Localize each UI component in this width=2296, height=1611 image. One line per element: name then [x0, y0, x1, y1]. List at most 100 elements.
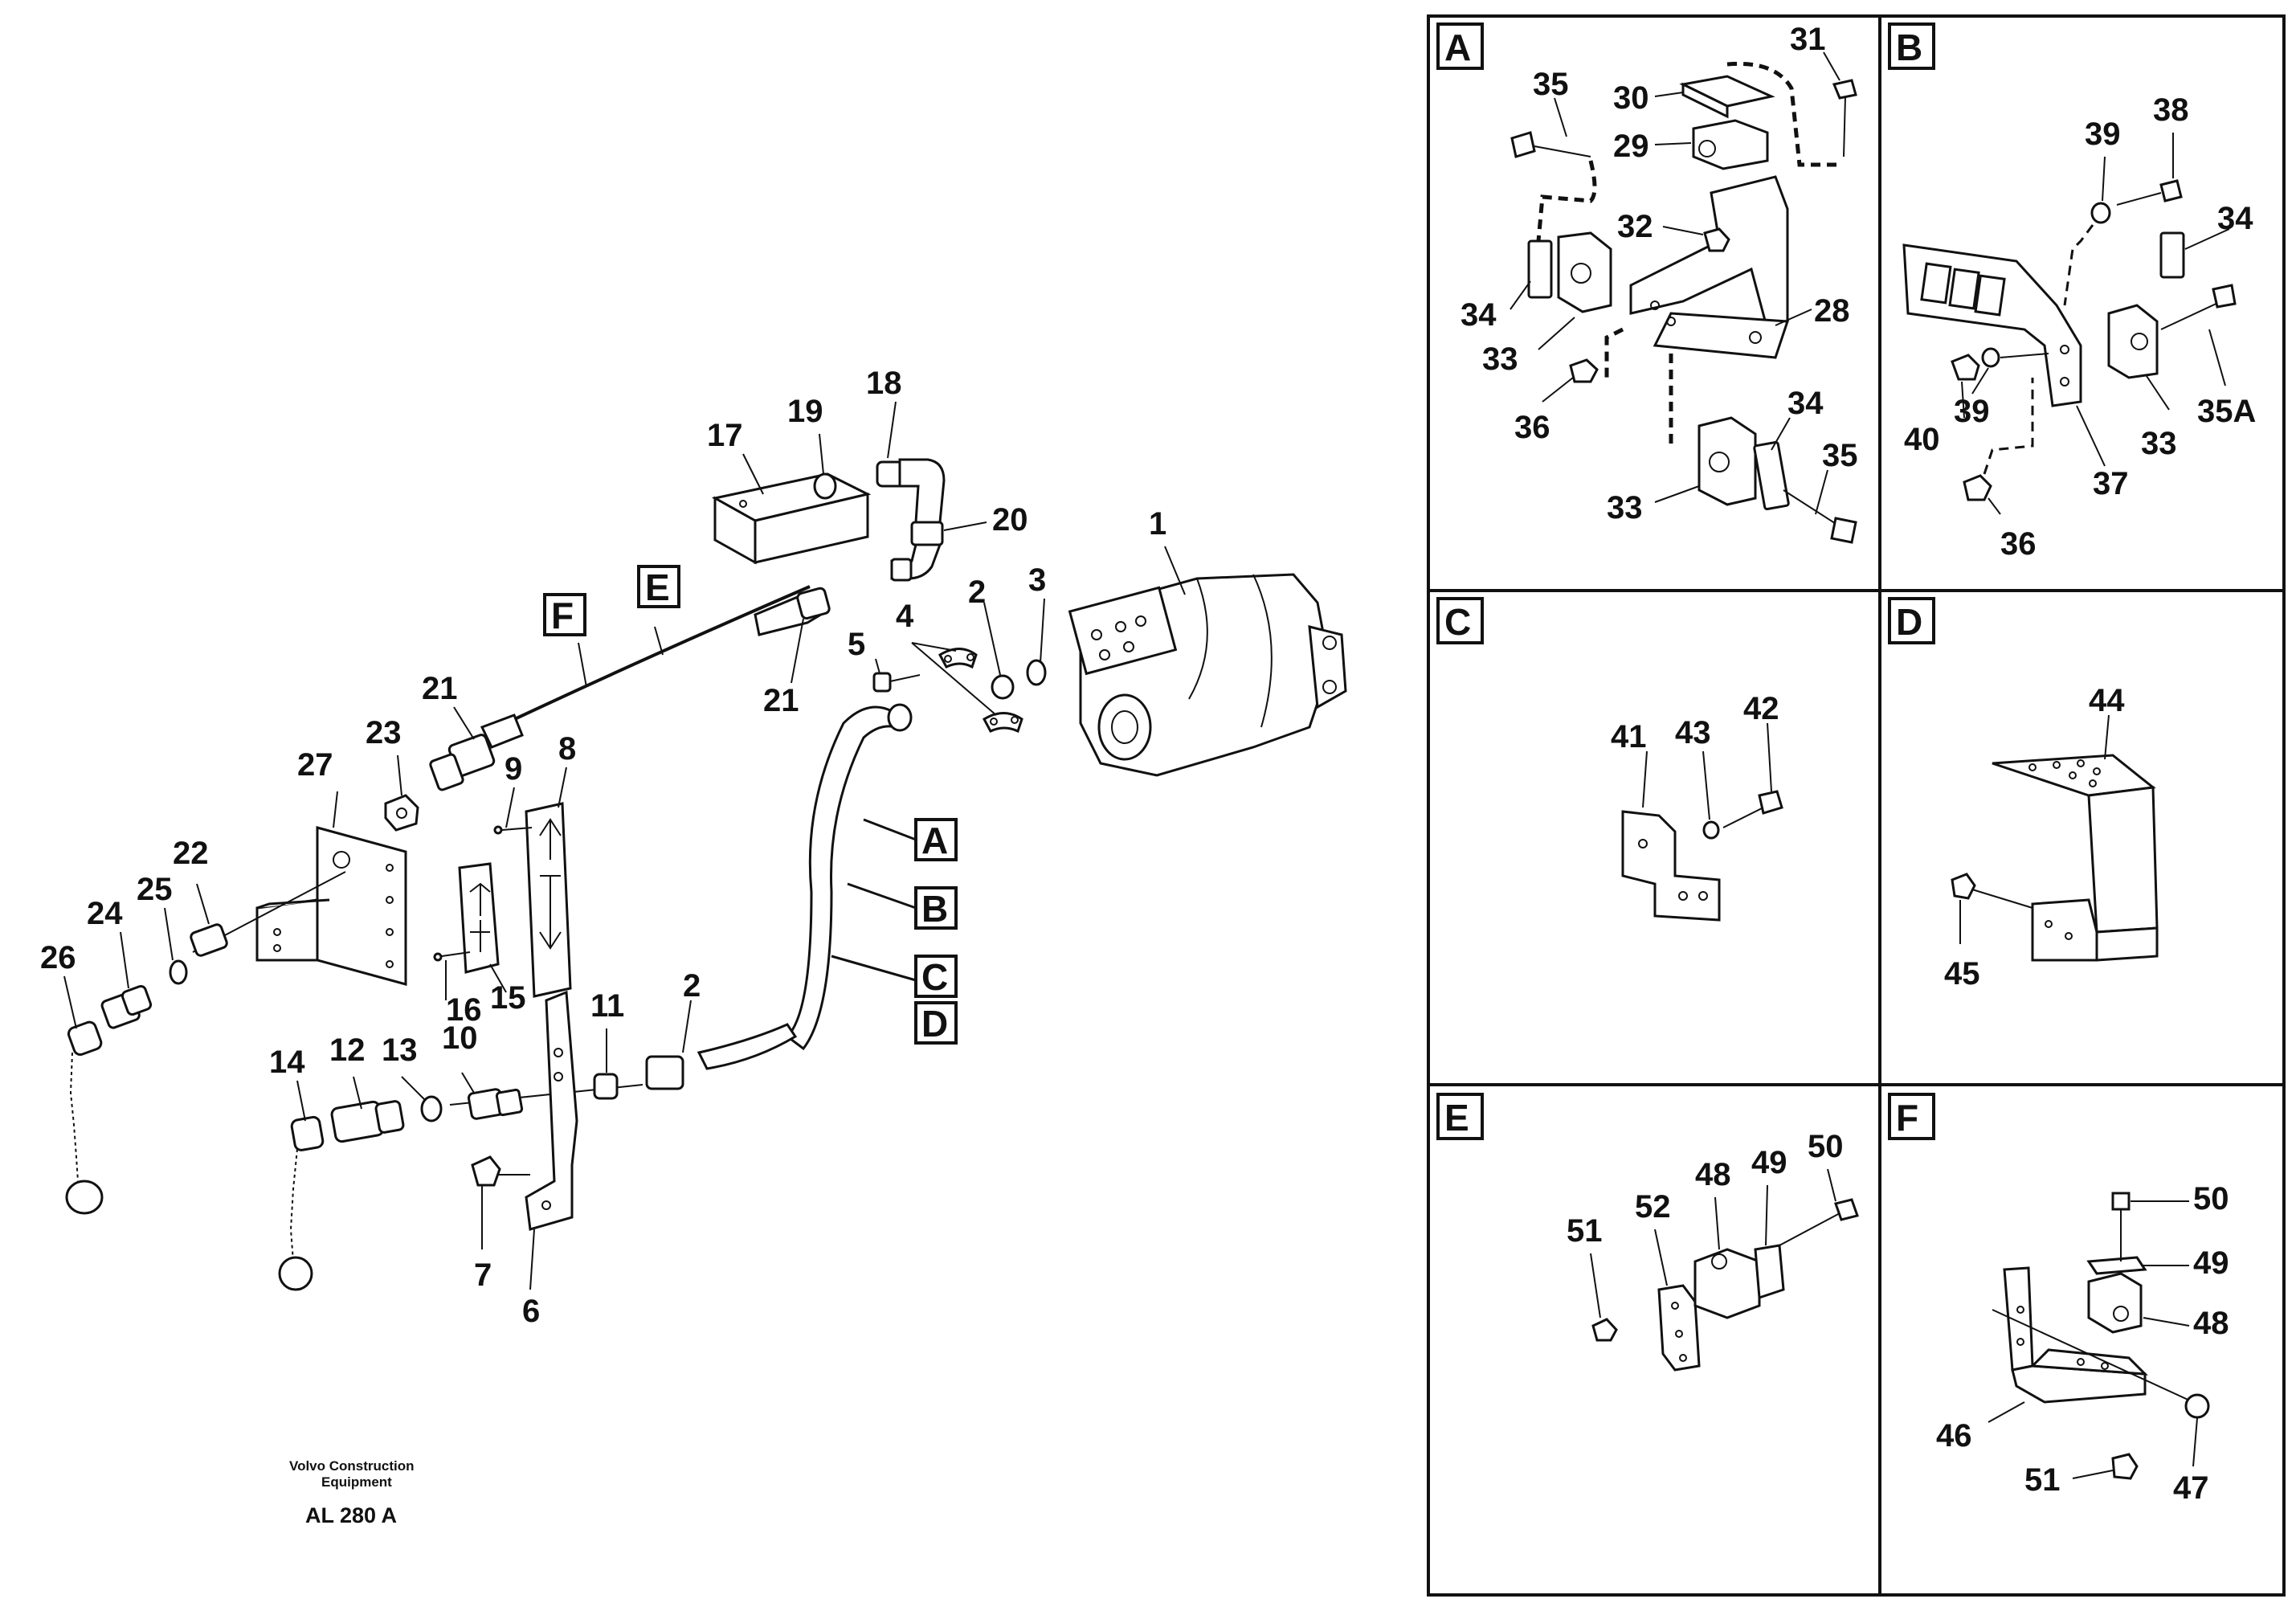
panel-a: A: [1436, 22, 1858, 544]
label-part-9: 9: [505, 751, 522, 787]
main-part-labels: 1 2 3 4 5 18 19 17 20 21 21 23 27 22 24 …: [40, 366, 1166, 1329]
label-part-11: 11: [590, 988, 624, 1024]
svg-text:52: 52: [1635, 1189, 1671, 1225]
bolt-part-7: [471, 1155, 530, 1187]
o-ring-part-19: [813, 472, 837, 500]
svg-text:50: 50: [1808, 1129, 1844, 1164]
panel-d-title: D: [1896, 601, 1922, 643]
svg-text:46: 46: [1936, 1418, 1972, 1454]
svg-text:31: 31: [1790, 22, 1826, 57]
label-part-18: 18: [866, 366, 902, 401]
panel-c-title: C: [1444, 601, 1471, 643]
callout-box-d: D: [914, 1001, 958, 1045]
label-part-4: 4: [896, 599, 914, 634]
svg-text:34: 34: [2217, 201, 2253, 236]
panel-e: E 51 52 48 49 50: [1436, 1093, 1859, 1372]
svg-text:40: 40: [1904, 422, 1940, 457]
svg-text:45: 45: [1944, 956, 1980, 992]
label-part-1: 1: [1149, 506, 1166, 542]
svg-text:50: 50: [2193, 1181, 2229, 1216]
label-part-2a: 2: [968, 574, 986, 610]
svg-text:F: F: [551, 595, 574, 636]
label-part-24: 24: [87, 896, 123, 931]
svg-text:34: 34: [1787, 386, 1824, 421]
svg-text:32: 32: [1617, 209, 1653, 244]
callout-box-a: A: [914, 818, 958, 861]
callout-leaders: [831, 818, 917, 982]
label-part-22: 22: [173, 836, 209, 871]
svg-text:48: 48: [2193, 1306, 2229, 1341]
svg-text:47: 47: [2173, 1470, 2209, 1506]
clamp-part-4: [938, 648, 1023, 734]
panel-f-title: F: [1896, 1097, 1918, 1139]
label-part-25: 25: [137, 872, 173, 907]
panel-e-title: E: [1444, 1097, 1469, 1139]
panel-c: C 41 43 42: [1436, 597, 1783, 922]
elbow-fitting-part-18-20: [876, 458, 946, 582]
callout-box-c: C: [914, 955, 958, 998]
footer-company-line2: Equipment: [321, 1474, 392, 1490]
screw-part-9: [501, 827, 533, 831]
block-part-17: [711, 472, 872, 565]
label-part-10: 10: [442, 1020, 478, 1056]
svg-text:A: A: [921, 820, 948, 861]
svg-text:36: 36: [2000, 526, 2037, 562]
detail-grid: [1427, 14, 2286, 1597]
svg-text:29: 29: [1613, 129, 1649, 164]
svg-text:33: 33: [1482, 341, 1518, 377]
bolt-part-5: [872, 672, 921, 693]
svg-text:39: 39: [1954, 394, 1990, 429]
label-part-2b: 2: [683, 968, 701, 1004]
label-part-6: 6: [522, 1294, 540, 1329]
svg-text:36: 36: [1514, 410, 1550, 445]
panel-a-title: A: [1444, 27, 1471, 68]
label-part-17: 17: [707, 418, 743, 453]
hose-fitting-part-21-lower: [429, 714, 524, 791]
svg-text:49: 49: [2193, 1245, 2229, 1281]
bracket-part-6: [525, 990, 578, 1231]
nut-part-23: [384, 794, 419, 832]
label-part-21a: 21: [422, 671, 458, 706]
label-part-12: 12: [329, 1032, 366, 1068]
panel-b: B 39 38: [1888, 22, 2256, 562]
bracket-part-27: [255, 826, 407, 986]
svg-text:35A: 35A: [2197, 394, 2256, 429]
plate-part-15: [458, 862, 500, 974]
washer-part-2: [991, 674, 1015, 700]
svg-text:51: 51: [2024, 1462, 2061, 1498]
label-part-3: 3: [1028, 562, 1046, 598]
label-part-15: 15: [490, 980, 526, 1016]
svg-text:35: 35: [1822, 438, 1858, 473]
label-part-27: 27: [297, 747, 333, 783]
svg-text:B: B: [921, 888, 948, 930]
svg-text:D: D: [921, 1003, 948, 1045]
svg-text:30: 30: [1613, 80, 1649, 116]
svg-text:39: 39: [2085, 117, 2121, 152]
label-part-20: 20: [992, 502, 1028, 538]
label-part-7: 7: [474, 1257, 492, 1293]
svg-text:37: 37: [2093, 466, 2129, 501]
footer-company-line1: Volvo Construction: [289, 1458, 415, 1474]
hose-main: [785, 705, 898, 1051]
svg-text:38: 38: [2153, 92, 2189, 128]
svg-text:43: 43: [1675, 715, 1711, 750]
pump-part-1: [1068, 573, 1347, 777]
panel-d: D 44 45: [1888, 597, 2159, 992]
panel-f: F 50 49 48 46 47 51: [1888, 1093, 2229, 1506]
svg-text:C: C: [921, 956, 948, 998]
callout-box-f: F: [543, 593, 586, 636]
svg-text:51: 51: [1567, 1213, 1603, 1249]
svg-text:35: 35: [1533, 67, 1569, 102]
svg-text:44: 44: [2089, 683, 2125, 718]
svg-text:42: 42: [1743, 691, 1779, 726]
callout-box-e: E: [637, 565, 680, 608]
hose-e: [505, 585, 811, 725]
screw-part-16: [441, 951, 471, 957]
svg-text:48: 48: [1695, 1157, 1731, 1192]
svg-text:33: 33: [1607, 490, 1643, 525]
svg-text:E: E: [645, 566, 670, 608]
panel-b-title: B: [1896, 27, 1922, 68]
nut-part-11: [593, 1073, 619, 1100]
o-ring-part-3: [1026, 659, 1047, 686]
